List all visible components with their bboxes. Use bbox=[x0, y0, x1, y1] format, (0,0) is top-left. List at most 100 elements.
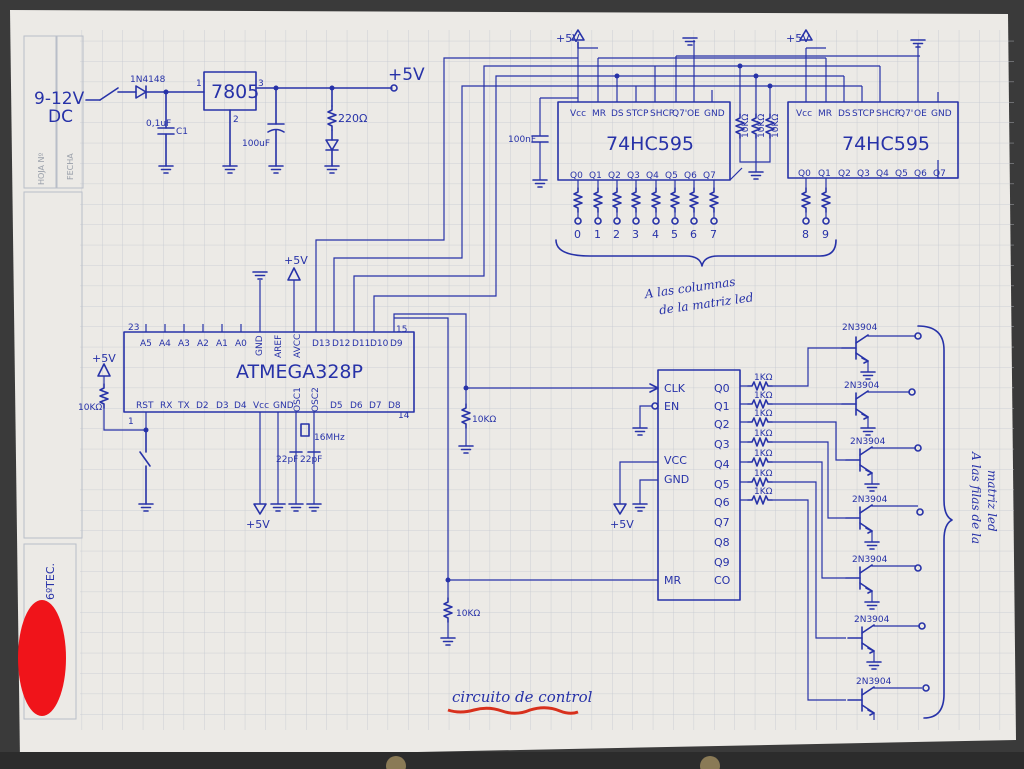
power-supply: 9-12V DC 1N4148 0,1uF C1 7805 1 2 3 100u… bbox=[34, 65, 425, 174]
counter-pin-q5: Q5 bbox=[714, 478, 730, 491]
mcu-pin-d8: D8 bbox=[388, 401, 401, 411]
sr1-pin-mr: MR bbox=[592, 109, 606, 119]
diagram-title: circuito de control bbox=[447, 688, 593, 715]
sr2-pin-q7: Q7 bbox=[933, 169, 946, 179]
osc-cap-1-label: 22pF bbox=[276, 455, 298, 465]
sr2-pin-stcp: STCP bbox=[852, 109, 875, 119]
output-cap-label: 100uF bbox=[242, 139, 270, 149]
sr2-pin-vcc: Vcc bbox=[796, 109, 812, 119]
transistor-7: 2N3904 bbox=[847, 677, 930, 720]
sr1-pin-gnd: GND bbox=[704, 109, 725, 119]
mcu-pin-d7: D7 bbox=[369, 401, 382, 411]
transistor-6: 2N3904 bbox=[847, 615, 926, 670]
counter-pin-q1: Q1 bbox=[714, 400, 730, 413]
sr1-pin-shcp: SHCP bbox=[650, 109, 675, 119]
mcu-pin-d12: D12 bbox=[332, 339, 350, 349]
mcu-pin-d6: D6 bbox=[350, 401, 363, 411]
sr1-pin-q3: Q3 bbox=[627, 171, 640, 181]
counter-left-pins: CLK EN VCC GND MR bbox=[664, 382, 689, 587]
mcu-pin-tx: TX bbox=[177, 401, 190, 411]
transistor-4: 2N3904 bbox=[845, 495, 924, 550]
row-res-4-label: 1KΩ bbox=[754, 429, 773, 439]
sr2-top-pins: Vcc MR DS STCP SHCP Q7' OE GND bbox=[796, 109, 952, 119]
column-7: 7 bbox=[710, 228, 717, 241]
sr1-pin-vcc: Vcc bbox=[570, 109, 586, 119]
mcu-pin-osc2: OSC2 bbox=[311, 387, 321, 412]
mcu-pin-rst: RST bbox=[136, 401, 154, 411]
rows-note-line-2: matriz led bbox=[985, 470, 999, 532]
crystal-label: 16MHz bbox=[314, 433, 345, 443]
sr1-vcc-arrow bbox=[571, 29, 585, 49]
c1-name-label: C1 bbox=[176, 127, 188, 137]
pullup-1-label: 10KΩ bbox=[741, 114, 751, 138]
mcu-pin-a0: A0 bbox=[235, 339, 247, 349]
counter-pin-q6: Q6 bbox=[714, 496, 730, 509]
mcu-pin-d5: D5 bbox=[330, 401, 343, 411]
mcu-pin-number-15: 15 bbox=[396, 325, 407, 335]
counter-pin-q3: Q3 bbox=[714, 438, 730, 451]
sr1-pin-q6: Q6 bbox=[684, 171, 697, 181]
mcu-pin-rx: RX bbox=[160, 401, 172, 411]
binder-hole-2 bbox=[700, 756, 720, 769]
column-2: 2 bbox=[613, 228, 620, 241]
counter-pin-en: EN bbox=[664, 400, 679, 413]
regulator-label: 7805 bbox=[211, 81, 259, 103]
binder-hole-1 bbox=[386, 756, 406, 769]
sr1-vcc-label: +5V bbox=[556, 32, 580, 45]
reg-pin-in: 1 bbox=[196, 79, 202, 89]
counter-pin-co: CO bbox=[714, 574, 731, 587]
redaction-mark bbox=[18, 600, 66, 716]
course-label: 6ºTEC. bbox=[44, 563, 57, 600]
pullup-resistors: 10KΩ 10KΩ 10KΩ bbox=[729, 66, 781, 181]
sr2-pin-q6: Q6 bbox=[914, 169, 927, 179]
decade-counter: CLK EN VCC GND MR Q0 Q1 Q2 Q3 Q4 Q5 Q6 Q… bbox=[394, 317, 846, 701]
mcu-pin-a3: A3 bbox=[178, 339, 190, 349]
sr1-pin-q1: Q1 bbox=[589, 171, 602, 181]
counter-right-pins: Q0 Q1 Q2 Q3 Q4 Q5 Q6 Q7 Q8 Q9 CO bbox=[714, 382, 731, 587]
pullup-3-label: 10KΩ bbox=[771, 114, 781, 138]
mcu-top-pins: A5 A4 A3 A2 A1 A0 GND AREF AVCC D13 D12 … bbox=[140, 334, 403, 358]
rows-note: A las filas de la matriz led bbox=[969, 451, 999, 544]
input-type-label: DC bbox=[48, 107, 73, 127]
mcu-pin-vcc: Vcc bbox=[253, 401, 269, 411]
reg-pin-out: 3 bbox=[258, 79, 264, 89]
sr2-pin-q7s: Q7' bbox=[898, 109, 913, 119]
column-0: 0 bbox=[574, 228, 581, 241]
sr1-pin-ds: DS bbox=[611, 109, 624, 119]
sr2-vcc-label: +5V bbox=[786, 32, 810, 45]
sr2-pin-oe: OE bbox=[914, 109, 927, 119]
sr2-pin-q1: Q1 bbox=[818, 169, 831, 179]
transistor-1: 2N3904 bbox=[841, 323, 922, 380]
row-res-6-label: 1KΩ bbox=[754, 469, 773, 479]
counter-pin-mr: MR bbox=[664, 574, 681, 587]
transistor-2: 2N3904 bbox=[841, 381, 916, 436]
row-res-1-label: 1KΩ bbox=[754, 373, 773, 383]
rail-5v-label: +5V bbox=[388, 65, 425, 85]
column-5: 5 bbox=[671, 228, 678, 241]
mcu-pin-d4: D4 bbox=[234, 401, 247, 411]
grid-paper bbox=[80, 30, 1014, 730]
columns-brace bbox=[555, 239, 837, 267]
transistor-4-label: 2N3904 bbox=[852, 495, 888, 505]
sr1-pin-q4: Q4 bbox=[646, 171, 659, 181]
transistor-3-label: 2N3904 bbox=[850, 437, 886, 447]
sr2-pin-gnd: GND bbox=[931, 109, 952, 119]
mcu-pin-number-1: 1 bbox=[128, 417, 134, 427]
sr2-pin-ds: DS bbox=[838, 109, 851, 119]
mcu-pin-number-14: 14 bbox=[398, 411, 410, 421]
mcu-vcc-5v-label: +5V bbox=[246, 518, 270, 531]
title-text: circuito de control bbox=[452, 688, 593, 706]
counter-pin-q4: Q4 bbox=[714, 458, 730, 471]
mcu-pin-a4: A4 bbox=[159, 339, 171, 349]
sr1-pin-q0: Q0 bbox=[570, 171, 583, 181]
mcu-bottom-pins: RST RX TX D2 D3 D4 Vcc GND OSC1 OSC2 D5 … bbox=[136, 387, 401, 412]
sr2-pin-q5: Q5 bbox=[895, 169, 908, 179]
row-res-7-label: 1KΩ bbox=[754, 487, 773, 497]
mcu-avcc-5v-label: +5V bbox=[284, 254, 308, 267]
c1-value-label: 0,1uF bbox=[146, 119, 171, 129]
reset-5v-label: +5V bbox=[92, 352, 116, 365]
row-res-5-label: 1KΩ bbox=[754, 449, 773, 459]
counter-pin-q2: Q2 bbox=[714, 418, 730, 431]
sr1-cap-label: 100nF bbox=[508, 135, 536, 145]
